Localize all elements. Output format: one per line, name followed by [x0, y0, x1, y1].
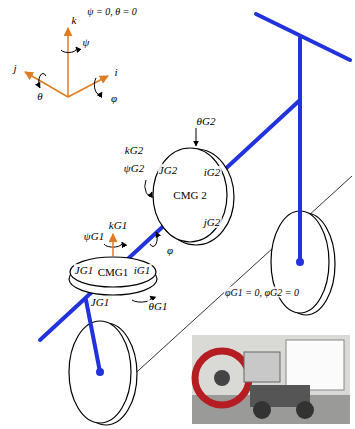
photo-caster [253, 401, 271, 419]
angle-label: ψG2 [123, 162, 145, 174]
axis-label: k [71, 14, 78, 26]
i-axis [68, 76, 108, 97]
rotation-arrows [39, 47, 196, 302]
disk-name: CMG1 [98, 266, 129, 278]
front-fork [298, 38, 302, 262]
cmg-disk: CMG 2 [152, 147, 228, 243]
disk-face [153, 148, 227, 242]
disk-face [70, 257, 156, 287]
angle-label: ψG1 [83, 230, 105, 242]
photo-ground [192, 335, 350, 424]
k-axis [67, 28, 69, 97]
axis-label: iG1 [133, 264, 152, 276]
angle-label: θG2 [196, 115, 217, 127]
equation: ψ = 0, θ = 0 [86, 6, 138, 17]
angle-label: θ [36, 90, 43, 102]
rear-hub [96, 368, 104, 376]
photo-wheel [195, 351, 249, 405]
bicycle-frame [40, 14, 350, 372]
psi-g2-rotation [145, 180, 152, 195]
rear-wheel [69, 321, 131, 423]
inertia-label: JG1 [74, 264, 94, 276]
axis-label: i [113, 66, 118, 78]
angle-label: ψ [82, 36, 91, 48]
world-axes [25, 28, 108, 97]
equation: φG1 = 0, φG2 = 0 [224, 287, 300, 298]
photo-gyro-box [244, 352, 280, 382]
angle-label: φ [166, 244, 174, 256]
theta-rotation [39, 74, 46, 88]
axis-label: j [12, 62, 17, 74]
axis-label: iG2 [203, 166, 222, 178]
k-g1-axis [112, 234, 114, 256]
photo-hub [214, 370, 230, 386]
handlebar [256, 14, 350, 60]
phi-rotation [150, 232, 157, 246]
theta-g2-arrow [196, 128, 197, 146]
photo-panel [286, 340, 344, 390]
phi-rotation [94, 78, 102, 94]
psi-rotation [61, 47, 77, 53]
axis-label: jG2 [203, 216, 222, 228]
inertia-label: JG1 [90, 296, 110, 308]
photo-inset [192, 335, 350, 424]
frame-bar [40, 100, 300, 340]
inertia-label: JG2 [158, 164, 178, 176]
front-hub [296, 258, 304, 266]
angle-label: θG1 [148, 300, 169, 312]
angle-label: φ [110, 92, 118, 104]
axis-label: kG2 [124, 144, 144, 156]
j-axis [25, 72, 68, 97]
axis-label: kG1 [108, 219, 128, 231]
photo-caster [296, 401, 314, 419]
disk-name: CMG 2 [173, 189, 206, 201]
rear-fork [86, 300, 100, 372]
